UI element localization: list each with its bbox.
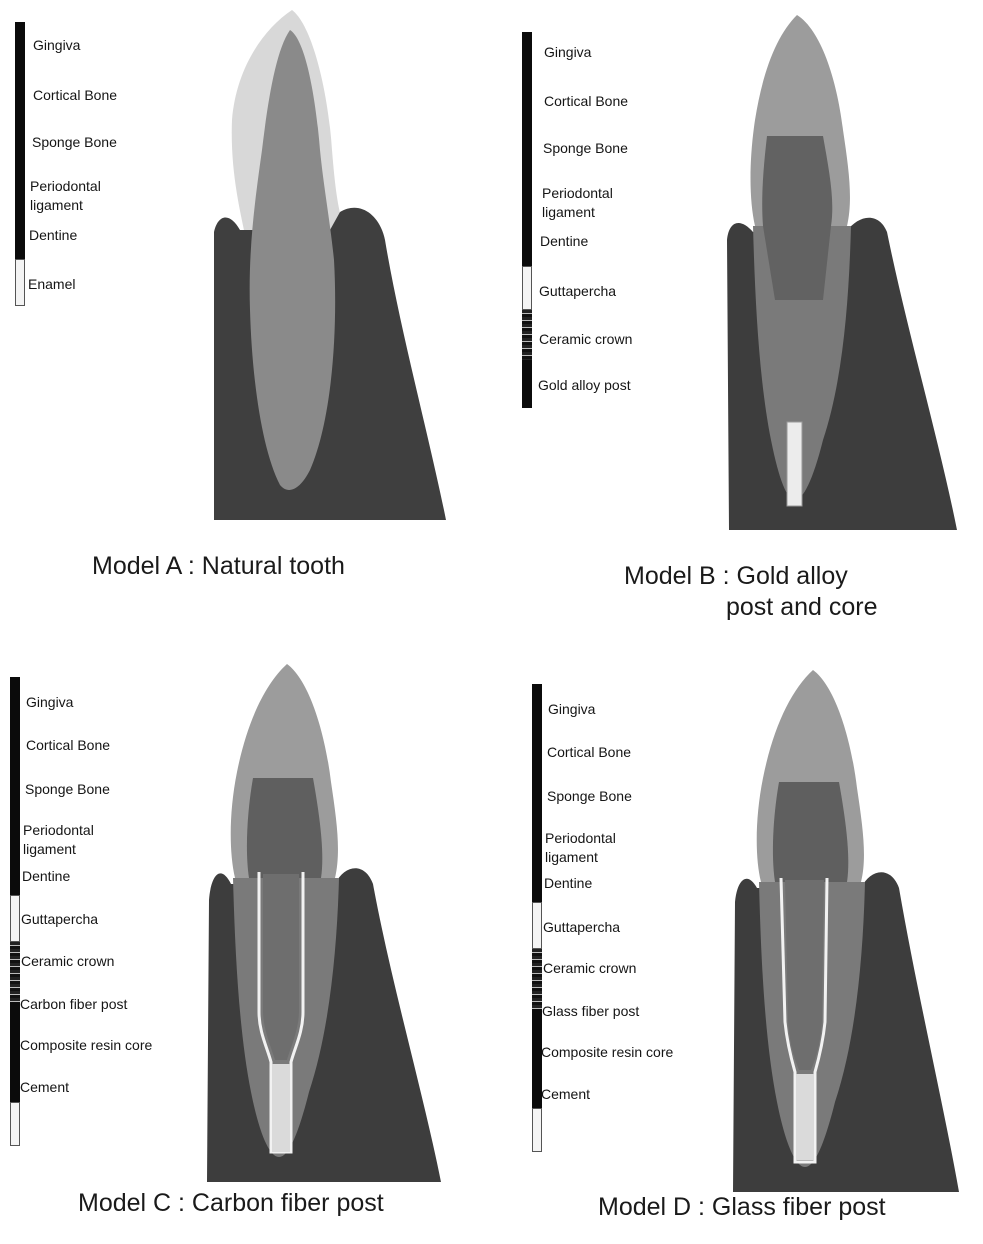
legend-bar — [10, 677, 20, 1146]
legend-label-periodontal-ligament: Periodontal ligament — [545, 829, 616, 867]
legend-label-guttapercha: Guttapercha — [539, 282, 616, 301]
legend-label-cortical-bone: Cortical Bone — [547, 743, 631, 762]
legend-label-ceramic-crown: Ceramic crown — [543, 959, 636, 978]
legend-label-cortical-bone: Cortical Bone — [26, 736, 110, 755]
legend-label-gingiva: Gingiva — [33, 36, 80, 55]
caption-model-d: Model D : Glass fiber post — [598, 1192, 886, 1223]
legend-label-dentine: Dentine — [22, 867, 70, 886]
legend-label-cortical-bone: Cortical Bone — [544, 92, 628, 111]
legend-label-dentine: Dentine — [29, 226, 77, 245]
legend-label-gold-alloy-post: Gold alloy post — [538, 376, 631, 395]
legend-label-sponge-bone: Sponge Bone — [25, 780, 110, 799]
legend-bar — [15, 22, 25, 306]
legend-label-cortical-bone: Cortical Bone — [33, 86, 117, 105]
caption-model-c: Model C : Carbon fiber post — [78, 1188, 384, 1219]
legend-label-ceramic-crown: Ceramic crown — [539, 330, 632, 349]
legend-label-cement: Cement — [20, 1078, 69, 1097]
panel-model-a: Gingiva Cortical Bone Sponge Bone Period… — [0, 0, 491, 622]
legend-label-periodontal-ligament: Periodontal ligament — [23, 821, 94, 859]
tooth-model-carbon-fiber-post — [195, 652, 455, 1192]
legend-label-dentine: Dentine — [544, 874, 592, 893]
legend-label-gingiva: Gingiva — [548, 700, 595, 719]
legend-label-sponge-bone: Sponge Bone — [543, 139, 628, 158]
legend-label-glass-fiber-post: Glass fiber post — [542, 1002, 639, 1021]
legend-label-carbon-fiber-post: Carbon fiber post — [20, 995, 127, 1014]
legend-bar — [532, 684, 542, 1152]
legend-label-ceramic-crown: Ceramic crown — [21, 952, 114, 971]
legend-label-gingiva: Gingiva — [544, 43, 591, 62]
legend-label-periodontal-ligament: Periodontal ligament — [542, 184, 613, 222]
tooth-model-glass-fiber-post — [721, 662, 966, 1207]
panel-model-d: Gingiva Cortical Bone Sponge Bone Period… — [491, 622, 982, 1244]
legend-label-enamel: Enamel — [28, 275, 75, 294]
legend-label-composite-resin-core: Composite resin core — [20, 1036, 152, 1055]
legend-label-cement: Cement — [541, 1085, 590, 1104]
tooth-model-gold-alloy-post — [711, 0, 971, 535]
legend-label-dentine: Dentine — [540, 232, 588, 251]
legend-label-gingiva: Gingiva — [26, 693, 73, 712]
panel-model-b: Gingiva Cortical Bone Sponge Bone Period… — [491, 0, 982, 622]
panel-model-c: Gingiva Cortical Bone Sponge Bone Period… — [0, 622, 491, 1244]
legend-label-guttapercha: Guttapercha — [21, 910, 98, 929]
caption-model-a: Model A : Natural tooth — [92, 551, 345, 582]
caption-model-b-line2: post and core — [726, 592, 878, 623]
legend-label-sponge-bone: Sponge Bone — [547, 787, 632, 806]
legend-label-sponge-bone: Sponge Bone — [32, 133, 117, 152]
legend-label-guttapercha: Guttapercha — [543, 918, 620, 937]
legend-label-composite-resin-core: Composite resin core — [541, 1043, 673, 1062]
legend-bar — [522, 32, 532, 408]
tooth-model-natural — [200, 0, 460, 530]
legend-label-periodontal-ligament: Periodontal ligament — [30, 177, 101, 215]
caption-model-b-line1: Model B : Gold alloy — [624, 561, 848, 592]
